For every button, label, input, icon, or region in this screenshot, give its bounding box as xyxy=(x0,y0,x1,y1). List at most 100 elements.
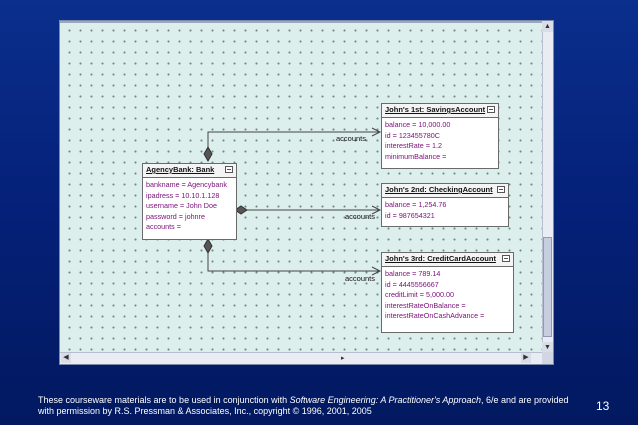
composition-diamond-right xyxy=(234,205,248,215)
attribute-value: 1.2 xyxy=(431,141,442,150)
footer-prefix: These courseware materials are to be use… xyxy=(38,395,290,405)
association-arrow-checking xyxy=(371,205,382,215)
attribute-row: interestRate = 1.2 xyxy=(385,141,495,152)
attribute-row: password = johnre xyxy=(146,212,233,223)
attribute-name: id xyxy=(385,210,391,220)
attribute-value: 789.14 xyxy=(418,269,441,278)
class-title: John's 2nd: CheckingAccount xyxy=(385,185,493,194)
attribute-name: interestRateOnCashAdvance xyxy=(385,311,479,320)
attribute-value: 10,000.00 xyxy=(418,120,451,129)
composition-diamond-bottom xyxy=(203,237,213,255)
attribute-value: 5,000.00 xyxy=(425,290,454,299)
class-header: AgencyBank: Bank xyxy=(143,164,236,178)
attribute-equals: = xyxy=(423,141,432,150)
attribute-value: 987654321 xyxy=(398,210,435,220)
collapse-icon[interactable] xyxy=(487,106,495,113)
attribute-name: balance xyxy=(385,269,411,278)
composition-diamond-top xyxy=(203,145,213,163)
class-box-checking[interactable]: John's 2nd: CheckingAccount balance = 1,… xyxy=(381,183,509,227)
class-header: John's 2nd: CheckingAccount xyxy=(382,184,508,198)
attribute-value: 1,254.76 xyxy=(418,200,447,209)
attribute-name: balance xyxy=(385,200,411,209)
attribute-equals: = xyxy=(410,200,419,209)
association-links xyxy=(203,127,382,276)
collapse-icon[interactable] xyxy=(502,255,510,262)
class-box-credit[interactable]: John's 3rd: CreditCardAccount balance = … xyxy=(381,252,514,333)
scrollbar-corner xyxy=(542,352,553,364)
attribute-equals: = xyxy=(390,279,399,289)
collapse-icon[interactable] xyxy=(225,166,233,173)
attribute-name: bankname xyxy=(146,180,180,189)
attribute-row: id = 123455780C xyxy=(385,131,495,142)
attribute-name: balance xyxy=(385,120,411,129)
attribute-row: balance = 1,254.76 xyxy=(385,200,505,211)
vertical-scroll-thumb[interactable] xyxy=(543,237,552,337)
attribute-name: id xyxy=(385,279,391,289)
class-title: John's 3rd: CreditCardAccount xyxy=(385,254,496,263)
attribute-row: bankname = Agencybank xyxy=(146,180,233,191)
attribute-name: username xyxy=(146,201,178,210)
attribute-equals: = xyxy=(390,210,399,220)
attribute-name: creditLimit xyxy=(385,290,418,299)
attribute-row: balance = 789.14 xyxy=(385,269,510,280)
attribute-row: balance = 10,000.00 xyxy=(385,120,495,131)
role-label-checking: accounts xyxy=(345,212,376,221)
attribute-equals: = xyxy=(417,290,426,299)
attribute-name: ipadress xyxy=(146,190,174,200)
scroll-up-icon[interactable]: ▲ xyxy=(542,21,553,32)
diagram-canvas[interactable]: accounts accounts accounts AgencyBank: B… xyxy=(60,21,543,353)
collapse-icon[interactable] xyxy=(497,186,505,193)
footer-suffix: , 6/e and are provided with permission b… xyxy=(38,395,569,416)
attribute-row: username = John Doe xyxy=(146,201,233,212)
attribute-row: ipadress = 10.10.1.128 xyxy=(146,191,233,202)
scroll-down-icon[interactable]: ▼ xyxy=(542,342,553,353)
scroll-right-icon[interactable]: ▶ xyxy=(521,353,531,363)
attribute-value: 4445556667 xyxy=(398,279,439,289)
attribute-value: 123455780C xyxy=(398,130,440,140)
attribute-value: John Doe xyxy=(186,201,217,210)
attribute-value: 10.10.1.128 xyxy=(181,190,220,200)
attribute-equals: = xyxy=(174,222,181,231)
association-to-credit xyxy=(207,239,379,272)
class-title: AgencyBank: Bank xyxy=(146,165,215,174)
attribute-row: id = 4445556667 xyxy=(385,280,510,291)
footer-book-title: Software Engineering: A Practitioner's A… xyxy=(289,395,481,405)
attribute-row: creditLimit = 5,000.00 xyxy=(385,290,510,301)
class-box-savings[interactable]: John's 1st: SavingsAccount balance = 10,… xyxy=(381,103,499,169)
attribute-value: Agencybank xyxy=(187,180,227,189)
attribute-value: johnre xyxy=(184,211,205,221)
attribute-equals: = xyxy=(179,180,188,189)
vertical-scrollbar[interactable]: ▲ ▼ xyxy=(542,21,553,353)
attribute-equals: = xyxy=(390,130,399,140)
scroll-position-icon[interactable]: ▸ xyxy=(341,355,345,362)
role-label-savings: accounts xyxy=(336,134,367,143)
attribute-name: interestRateOnBalance xyxy=(385,300,460,310)
attribute-name: id xyxy=(385,130,391,140)
attribute-equals: = xyxy=(478,311,485,320)
attribute-name: password xyxy=(146,211,177,221)
attribute-equals: = xyxy=(459,300,466,310)
attribute-equals: = xyxy=(410,120,419,129)
attribute-equals: = xyxy=(173,190,182,200)
attribute-equals: = xyxy=(177,201,187,210)
class-title: John's 1st: SavingsAccount xyxy=(385,105,486,114)
scroll-left-icon[interactable]: ◀ xyxy=(61,353,71,363)
attribute-row: accounts = xyxy=(146,222,233,233)
class-header: John's 1st: SavingsAccount xyxy=(382,104,498,118)
attribute-name: accounts xyxy=(146,222,175,231)
association-arrow-savings xyxy=(371,127,382,137)
horizontal-scrollbar[interactable]: ◀ ▸ ▶ xyxy=(60,352,543,364)
slide-number: 13 xyxy=(596,399,610,413)
attribute-equals: = xyxy=(176,211,185,221)
attribute-equals: = xyxy=(410,269,419,278)
association-arrow-credit xyxy=(371,266,382,276)
diagram-window: accounts accounts accounts AgencyBank: B… xyxy=(59,20,554,365)
attribute-equals: = xyxy=(440,151,447,161)
role-label-credit: accounts xyxy=(345,274,376,283)
attribute-row: interestRateOnCashAdvance = xyxy=(385,311,510,322)
attribute-row: minimumBalance = xyxy=(385,152,495,163)
